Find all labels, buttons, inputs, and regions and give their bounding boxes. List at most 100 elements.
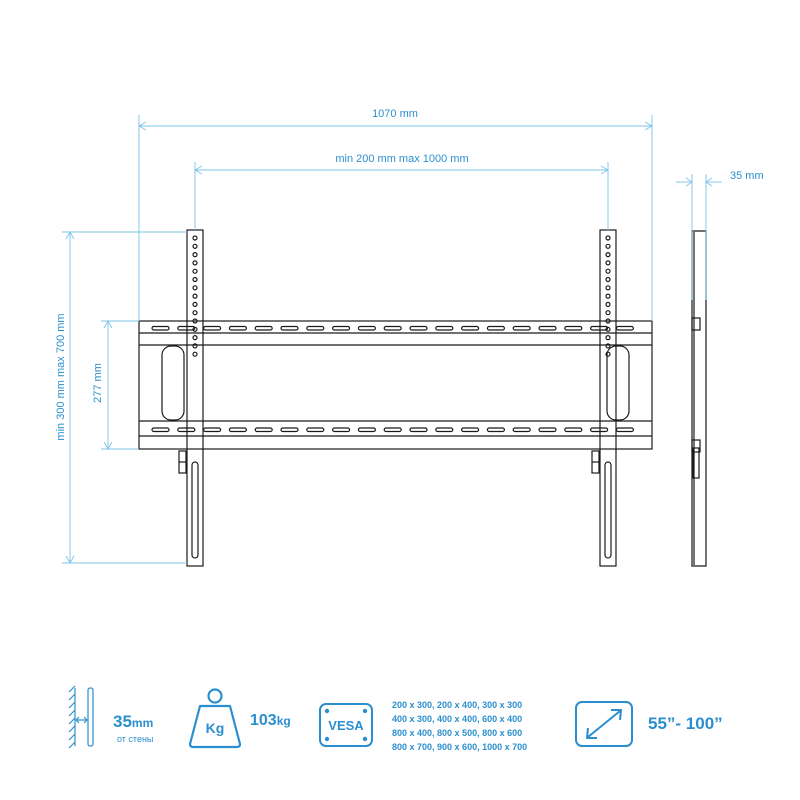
arm-hole <box>605 243 611 249</box>
side-lock <box>692 447 700 479</box>
plate-slot <box>254 427 273 433</box>
plate-slot <box>228 427 247 433</box>
plate-slot <box>409 427 428 433</box>
vesa-line: 400 x 300, 400 x 400, 600 x 400 <box>392 714 523 724</box>
dim-arrow <box>65 555 75 564</box>
arm-hole <box>192 351 198 357</box>
vertical-arm <box>186 229 204 567</box>
arm-hole <box>192 285 198 291</box>
vesa-line: 800 x 700, 900 x 600, 1000 x 700 <box>392 742 528 752</box>
arm-hole <box>192 252 198 258</box>
bracket-outline <box>138 229 707 567</box>
side-clamp-bottom <box>691 439 701 453</box>
profile-note: от стены <box>117 734 154 744</box>
plate-slot <box>306 427 325 433</box>
arm-hole <box>605 235 611 241</box>
plate-slot <box>280 427 299 433</box>
plate-slot <box>177 325 196 331</box>
arm-hole <box>192 243 198 249</box>
vesa-badge-label: VESA <box>328 718 364 733</box>
arm-hole <box>192 343 198 349</box>
plate-height-label: 277 mm <box>92 363 104 403</box>
dim-arrow <box>705 177 713 187</box>
plate-slot <box>332 325 351 331</box>
plate-slot <box>512 427 531 433</box>
load-value: 103kg <box>250 712 291 730</box>
arm-hole <box>192 310 198 316</box>
plate-cutout-left <box>161 345 185 421</box>
plate-slot <box>435 427 454 433</box>
arm-hole <box>605 268 611 274</box>
plate-slot <box>306 325 325 331</box>
plate-slot <box>486 325 505 331</box>
dim-arrow <box>103 441 113 450</box>
arm-hole <box>605 310 611 316</box>
plate-slot <box>151 427 170 433</box>
dim-arrow <box>194 165 203 175</box>
arm-hole <box>605 351 611 357</box>
vesa-horizontal-label: min 200 mm max 1000 mm <box>335 153 468 165</box>
plate-slot <box>564 325 583 331</box>
vesa-line: 800 x 400, 800 x 500, 800 x 600 <box>392 728 523 738</box>
screen-size-value: 55”- 100” <box>648 714 723 733</box>
profile-unit: mm <box>131 716 154 730</box>
arm-hole <box>192 235 198 241</box>
plate-slot <box>615 325 635 331</box>
wall-distance-icon <box>68 685 94 749</box>
vesa-badge-icon: VESA <box>319 703 373 747</box>
total-width-label: 1070 mm <box>372 108 418 120</box>
arm-hole <box>192 260 198 266</box>
arm-hole <box>605 318 611 324</box>
vertical-arm <box>599 229 617 567</box>
load-number: 103 <box>250 712 277 729</box>
plate-slot <box>461 325 480 331</box>
dimension-lines <box>62 115 722 564</box>
arm-hole <box>605 260 611 266</box>
plate-slot <box>228 325 247 331</box>
plate-slot <box>383 427 402 433</box>
plate-slot <box>435 325 454 331</box>
arm-hole <box>605 335 611 341</box>
spec-bar: 35mm от стены Kg 103kg VESA 200 x 300, 2… <box>0 670 800 780</box>
plate-slot <box>512 325 531 331</box>
arm-hole <box>192 301 198 307</box>
arm-hole <box>605 285 611 291</box>
side-clamp-top <box>691 317 701 331</box>
arm-hole <box>192 293 198 299</box>
depth-label: 35 mm <box>730 170 764 182</box>
plate-slot <box>615 427 635 433</box>
load-unit: kg <box>276 714 291 728</box>
arm-hole <box>192 318 198 324</box>
weight-icon: Kg <box>188 688 242 749</box>
arm-hole <box>192 268 198 274</box>
dim-arrow <box>138 121 147 131</box>
profile-number: 35 <box>113 712 132 731</box>
arm-hole <box>605 343 611 349</box>
arm-slot <box>604 461 612 559</box>
arm-hole <box>605 326 611 332</box>
screen-diagonal-icon <box>575 701 633 747</box>
plate-slot <box>151 325 170 331</box>
plate-slot <box>357 427 376 433</box>
vesa-vertical-label: min 300 mm max 700 mm <box>55 313 67 440</box>
dim-arrow <box>685 177 693 187</box>
vesa-sizes-list: 200 x 300, 200 x 400, 300 x 300 400 x 30… <box>392 698 527 754</box>
arm-hole <box>192 335 198 341</box>
plate-slot <box>589 427 609 433</box>
plate-slot <box>409 325 428 331</box>
weight-icon-label: Kg <box>206 720 225 736</box>
arm-hole <box>605 293 611 299</box>
plate-slot <box>589 325 609 331</box>
plate-slot <box>538 427 557 433</box>
plate-slot <box>280 325 299 331</box>
plate-slot <box>332 427 351 433</box>
plate-slot <box>203 325 222 331</box>
plate-slot <box>538 325 557 331</box>
plate-slot <box>564 427 583 433</box>
wall-plate <box>138 320 653 450</box>
arm-slot <box>191 461 199 559</box>
plate-slot <box>383 325 402 331</box>
bracket-drawing: 1070 mm min 200 mm max 1000 mm 35 mm min… <box>55 108 764 567</box>
vesa-line: 200 x 300, 200 x 400, 300 x 300 <box>392 700 523 710</box>
arm-hole <box>605 301 611 307</box>
